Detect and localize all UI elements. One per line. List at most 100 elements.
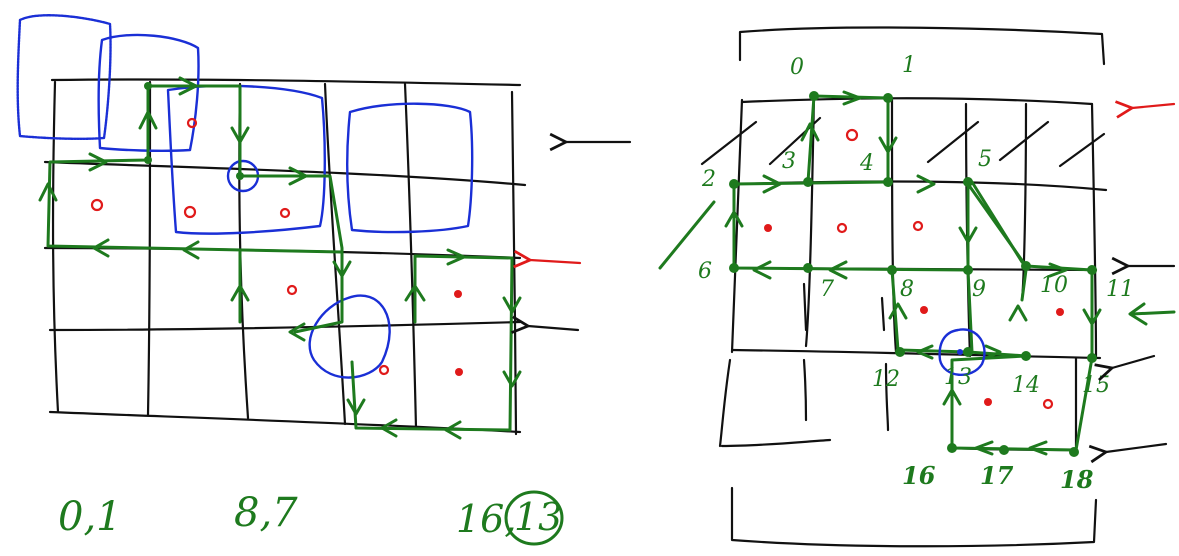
window-2 xyxy=(97,33,200,153)
vertex-label: 17 xyxy=(980,461,1014,490)
right-path-node xyxy=(803,177,813,187)
right-focus-point xyxy=(957,349,963,355)
vertex-label: 12 xyxy=(872,367,900,392)
sample-dot xyxy=(836,222,848,234)
hatch-stroke xyxy=(926,120,980,164)
right-grid-v-1 xyxy=(804,94,816,348)
left-arrowhead xyxy=(182,240,200,260)
note-pair-13: 13 xyxy=(514,495,562,539)
left-arrowhead xyxy=(288,166,308,186)
left-arrowhead xyxy=(380,418,398,438)
left-path-outer xyxy=(46,84,344,254)
sample-dot xyxy=(1042,398,1054,410)
sample-dot xyxy=(920,306,928,314)
window-1 xyxy=(16,14,112,141)
green-pointer-arrow xyxy=(1130,310,1176,316)
right-grid-v-2 xyxy=(890,96,898,354)
vertex-label: 13 xyxy=(944,365,972,390)
right-arrowhead xyxy=(1028,440,1048,456)
left-arrowhead xyxy=(230,126,250,144)
vertex-label: 18 xyxy=(1060,465,1094,494)
tick-stroke xyxy=(880,296,886,332)
right-arrowhead xyxy=(800,122,820,142)
right-focus-circle xyxy=(938,328,986,377)
left-arrowhead xyxy=(288,322,306,342)
sample-dot xyxy=(455,368,463,376)
right-arrowhead xyxy=(762,174,782,194)
right-arrowhead xyxy=(1008,304,1028,322)
right-path-node xyxy=(729,179,739,189)
left-grid-h-1 xyxy=(43,160,527,187)
right-path-node xyxy=(963,177,973,187)
right-path-node xyxy=(963,347,973,357)
left-arrowhead xyxy=(404,284,426,302)
right-grid-v-lower-1 xyxy=(802,358,808,422)
right-path-diag xyxy=(658,180,1024,270)
left-arrowhead xyxy=(444,420,462,440)
vertex-label: 7 xyxy=(820,277,834,302)
vertex-label: 11 xyxy=(1106,277,1134,302)
vertex-label: 0 xyxy=(790,55,804,80)
right-arrowhead xyxy=(942,388,962,406)
left-grid-v-1 xyxy=(146,80,152,417)
left-arrowhead xyxy=(38,182,58,202)
right-vertex-labels: 0 1 2 3 4 5 6 7 8 9 10 11 12 13 14 15 16… xyxy=(698,53,1134,494)
right-diagram: 0 1 2 3 4 5 6 7 8 9 10 11 12 13 14 15 16… xyxy=(658,26,1176,548)
right-arrowhead xyxy=(958,226,978,244)
hatch-stroke xyxy=(700,120,758,166)
right-path xyxy=(658,90,1102,457)
sample-dot xyxy=(90,198,104,212)
right-path-upper xyxy=(806,94,816,184)
green-pointer-arrowhead xyxy=(1128,302,1148,326)
hatch-stroke xyxy=(1058,132,1106,168)
vertex-label: 1 xyxy=(902,53,916,78)
right-grid-v-0 xyxy=(730,98,744,354)
tick-stroke xyxy=(802,282,808,332)
right-arrowhead xyxy=(984,344,1002,360)
right-dots xyxy=(764,128,1064,410)
right-arrowhead xyxy=(752,260,772,280)
note-pair-0-1: 0,1 xyxy=(58,494,122,540)
right-arrowhead xyxy=(828,260,848,280)
right-path-node xyxy=(963,265,973,275)
vertex-label: 10 xyxy=(1040,273,1068,298)
sample-dot xyxy=(984,398,992,406)
left-focus-circle-large xyxy=(308,294,391,379)
sample-dot xyxy=(912,220,924,232)
right-path-node xyxy=(895,347,905,357)
left-notes: 0,1 8,7 16, 13 xyxy=(58,490,564,546)
left-arrowhead xyxy=(230,284,250,302)
bottom-bracket xyxy=(730,486,1098,548)
right-arrowhead xyxy=(1082,308,1102,326)
left-grid-v-0 xyxy=(51,80,60,414)
right-path-node xyxy=(947,443,957,453)
right-grid-h-3 xyxy=(730,348,1102,360)
right-grid-h-bottom-left xyxy=(720,438,832,448)
right-arrowhead xyxy=(916,174,936,194)
right-path-node xyxy=(883,93,893,103)
right-arrowhead xyxy=(974,440,994,456)
left-arrowhead xyxy=(92,238,110,258)
right-arrowhead xyxy=(878,136,898,154)
top-bracket xyxy=(738,26,1106,66)
current-row-arrow xyxy=(1132,104,1176,108)
left-arrowhead xyxy=(446,248,466,266)
left-grid-v-4 xyxy=(403,82,418,430)
vertex-label: 15 xyxy=(1082,373,1110,398)
sample-dot xyxy=(378,364,390,376)
sample-dot xyxy=(1056,308,1064,316)
vertex-label: 8 xyxy=(900,277,914,302)
vertex-label: 16 xyxy=(902,461,936,490)
sample-dot xyxy=(286,284,298,296)
sample-dot xyxy=(183,205,197,219)
right-path-node xyxy=(887,265,897,275)
right-arrowhead xyxy=(1048,262,1068,278)
right-path-node xyxy=(803,263,813,273)
right-arrowhead xyxy=(916,344,934,360)
right-path-node xyxy=(1087,265,1097,275)
sample-dot xyxy=(279,207,291,219)
sample-dot xyxy=(764,224,772,232)
right-side-arrows xyxy=(1106,104,1176,452)
right-path-node xyxy=(809,91,819,101)
right-grid-h-0 xyxy=(740,97,1094,106)
